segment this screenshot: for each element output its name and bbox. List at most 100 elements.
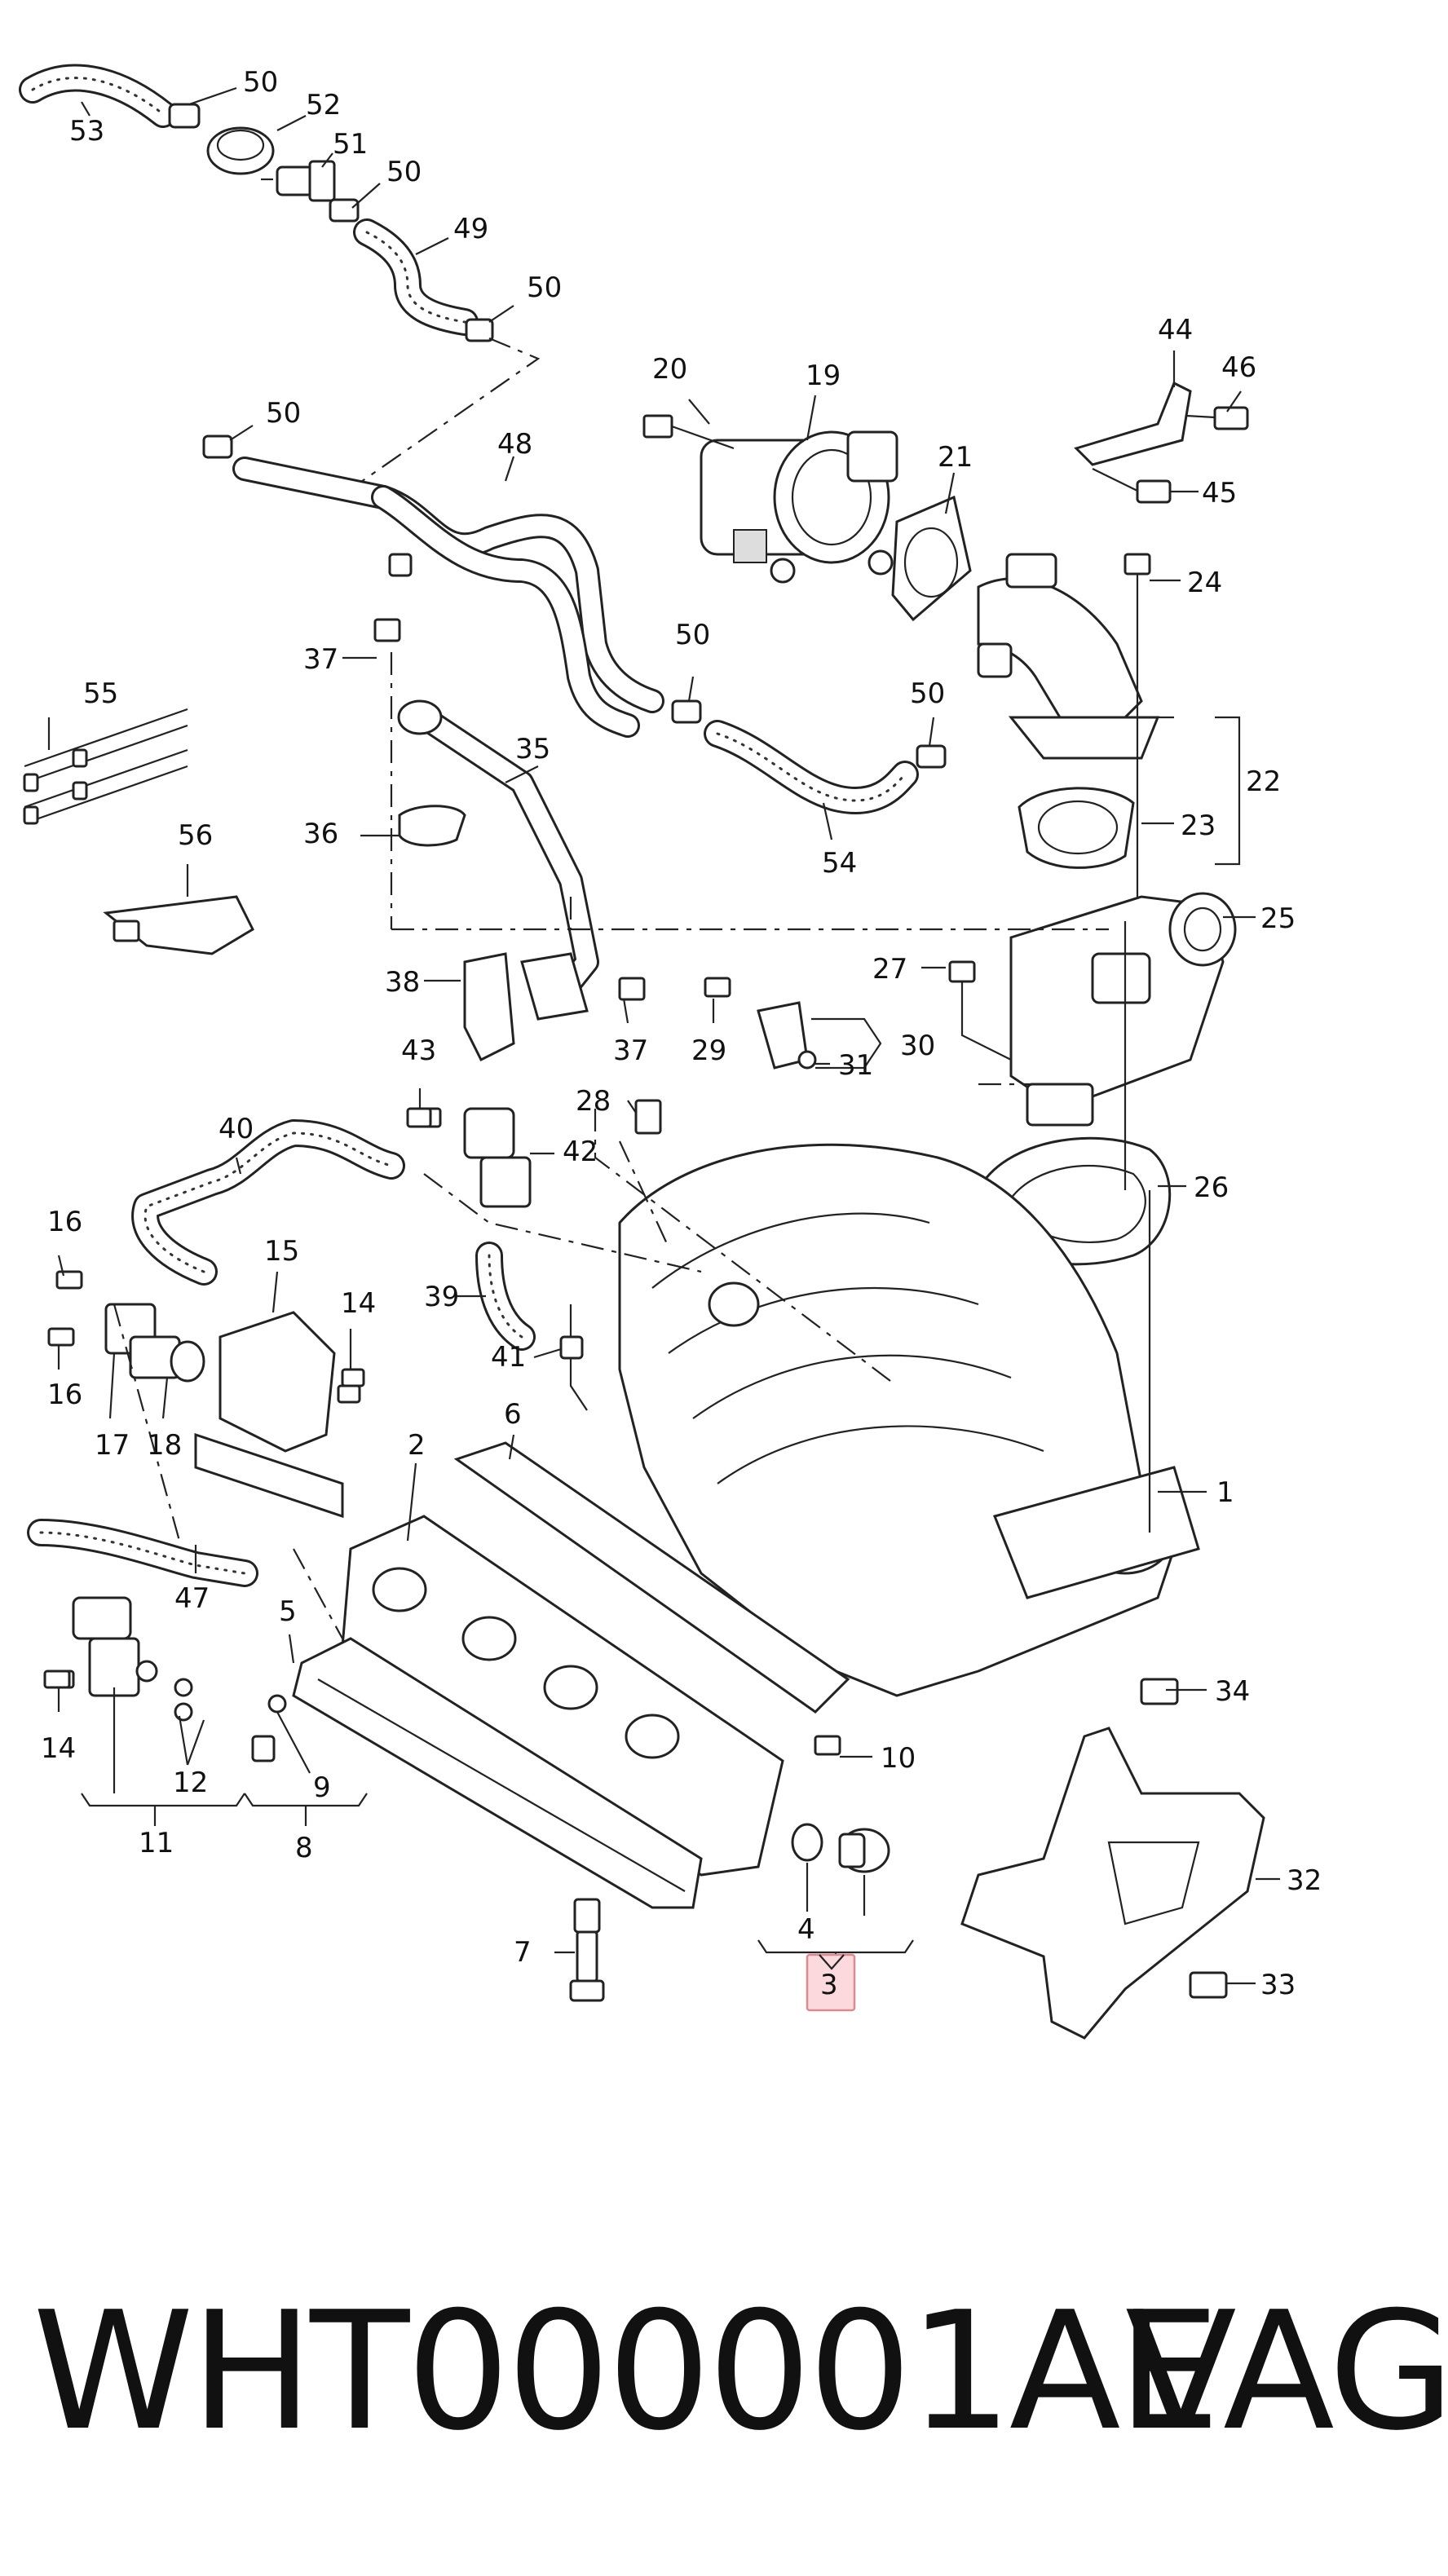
throttle-body-19-drawing: [700, 430, 898, 584]
callout-label: 29: [691, 1034, 726, 1067]
bolt-24-drawing: [1124, 553, 1151, 921]
callout-label: 44: [1158, 314, 1193, 346]
bracket-44-drawing: [1074, 381, 1249, 504]
callout-label: 8: [295, 1832, 313, 1864]
valve-15-drawing: [104, 1303, 365, 1519]
bracket-32-drawing: [960, 1678, 1265, 2040]
hose-40-drawing: [131, 1119, 405, 1286]
callout-label: 5: [279, 1595, 297, 1628]
bolt-20-drawing: [642, 414, 735, 450]
hose-54-drawing: [704, 720, 919, 814]
callout-label: 34: [1215, 1675, 1250, 1708]
cable-tie-56-drawing: [103, 895, 254, 955]
hose-47-drawing: [27, 1519, 258, 1587]
lower-manifold-2-drawing: [341, 1515, 784, 1877]
solenoid-11-drawing: [47, 1596, 193, 1722]
callout-label: 40: [219, 1113, 254, 1145]
callout-label: 45: [1202, 477, 1237, 509]
callout-label: 37: [613, 1034, 648, 1067]
callout-label: 15: [264, 1235, 299, 1268]
callout-label: 7: [514, 1936, 532, 1969]
callout-label: 17: [95, 1429, 130, 1462]
callout-label: 24: [1187, 567, 1222, 599]
callout-label: 56: [178, 819, 213, 852]
hose-49-drawing: [353, 218, 479, 336]
callout-label: 36: [303, 818, 338, 850]
callout-label: 43: [401, 1034, 436, 1067]
callout-label: 37: [303, 643, 338, 676]
callout-label: 26: [1194, 1171, 1229, 1204]
callout-label: 49: [453, 213, 488, 245]
callout-label: 20: [652, 353, 687, 386]
valve-42-drawing: [414, 1107, 532, 1208]
callout-label: 18: [147, 1429, 182, 1462]
callout-label: 51: [333, 128, 368, 161]
part-number: WHT000001AE: [33, 2277, 1221, 2467]
callout-label: 35: [515, 733, 550, 765]
callout-label: 50: [675, 619, 710, 651]
callout-label: 27: [872, 953, 907, 986]
callout-label: 21: [938, 441, 973, 474]
callout-label: 50: [910, 677, 945, 710]
pipe-35-drawing: [397, 699, 599, 1021]
brand-label: VAG: [1125, 2277, 1448, 2467]
callout-label: 53: [69, 115, 104, 148]
callout-label: 42: [563, 1136, 598, 1168]
callout-label: 32: [1287, 1864, 1322, 1897]
callout-label: 25: [1260, 902, 1296, 935]
callout-label: 48: [497, 428, 532, 461]
callout-label: 4: [797, 1913, 815, 1946]
clamp-50-drawing: [168, 103, 201, 129]
callout-label: 11: [139, 1827, 174, 1859]
part-drawings: [19, 64, 1265, 2040]
callout-label: 50: [527, 271, 562, 304]
ring-52-drawing: [206, 126, 275, 175]
callout-label: 6: [504, 1398, 522, 1431]
gasket-21-drawing: [891, 495, 972, 622]
hose-39-drawing: [475, 1242, 536, 1351]
callout-labels: 50 52 53 51 50 49 50 50 48 20 19 44 46 2…: [41, 66, 1322, 2012]
callout-label: 14: [341, 1287, 376, 1320]
callout-label: 50: [243, 66, 278, 99]
footer: WHT000001AE VAG: [0, 2266, 1448, 2478]
leader-lines: [47, 86, 1280, 1985]
callout-label: 28: [576, 1085, 611, 1118]
housing-25-drawing: [1009, 892, 1237, 1127]
plug-3-drawing: [791, 1823, 890, 1873]
callout-label: 16: [47, 1206, 82, 1238]
callout-label: 30: [900, 1030, 935, 1062]
callout-label: 47: [174, 1582, 210, 1615]
callout-label: 1: [1216, 1476, 1234, 1509]
sensor-7-drawing: [569, 1898, 605, 2002]
callout-label: 19: [806, 359, 841, 392]
callout-label: 2: [408, 1429, 426, 1462]
gasket-23-drawing: [1018, 787, 1135, 869]
tubes-55-drawing: [23, 708, 188, 825]
callout-label: 50: [266, 397, 301, 430]
hose-53-drawing: [19, 64, 177, 128]
callout-label: 16: [47, 1378, 82, 1411]
callout-label: 14: [41, 1732, 76, 1765]
pipe-48-drawing: [232, 457, 664, 738]
callout-label: 12: [173, 1767, 208, 1799]
assembly-lines: [113, 652, 1174, 1639]
callout-label: 9: [313, 1771, 331, 1804]
gasket-6-drawing: [453, 1441, 850, 1714]
highlighted-callout-box: [806, 1953, 856, 2012]
callout-label: 22: [1246, 765, 1281, 798]
callout-label: 33: [1260, 1969, 1296, 2001]
callout-label: 38: [385, 966, 420, 999]
callout-label: 54: [822, 847, 857, 880]
elbow-22-drawing: [977, 553, 1160, 760]
callout-label: 55: [83, 677, 118, 710]
callout-label: 41: [491, 1341, 526, 1374]
callout-label: 39: [424, 1281, 459, 1313]
callout-label: 10: [881, 1742, 916, 1775]
callout-label: 50: [386, 156, 422, 188]
callout-label: 23: [1181, 809, 1216, 842]
callout-label: 31: [838, 1049, 873, 1082]
exploded-parts-diagram: 50 52 53 51 50 49 50 50 48 20 19 44 46 2…: [19, 64, 1322, 2040]
hose-41-drawing: [559, 1304, 588, 1411]
callout-label: 46: [1221, 351, 1256, 384]
highlighted-callout-label: 3: [820, 1969, 838, 2001]
